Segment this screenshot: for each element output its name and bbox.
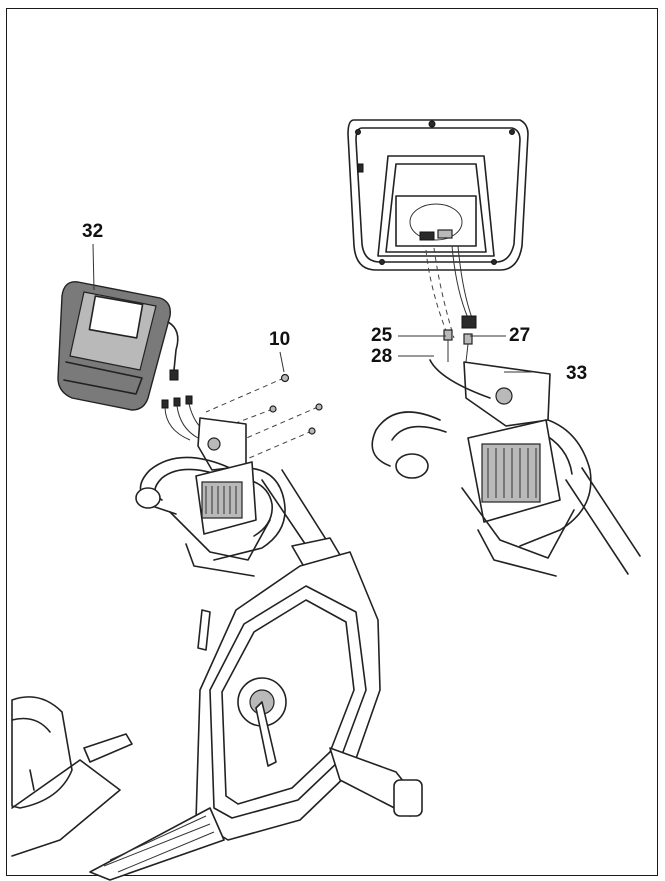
callout-10: 10 bbox=[269, 329, 291, 350]
diagram-frame bbox=[6, 8, 658, 876]
callout-32: 32 bbox=[82, 221, 104, 242]
wire-harness-right bbox=[425, 245, 477, 363]
callout-25: 25 bbox=[371, 325, 393, 346]
callout-27: 27 bbox=[509, 325, 531, 346]
handlebar-right bbox=[371, 359, 641, 577]
console-unit-left bbox=[57, 281, 179, 411]
console-back-view bbox=[347, 119, 529, 271]
mounting-plate-left bbox=[197, 417, 247, 471]
callout-33: 33 bbox=[566, 363, 588, 384]
callout-28: 28 bbox=[371, 346, 393, 367]
wire-connectors-left bbox=[161, 395, 207, 441]
callout-leaders bbox=[92, 243, 532, 373]
bike-frame-left bbox=[11, 456, 423, 881]
